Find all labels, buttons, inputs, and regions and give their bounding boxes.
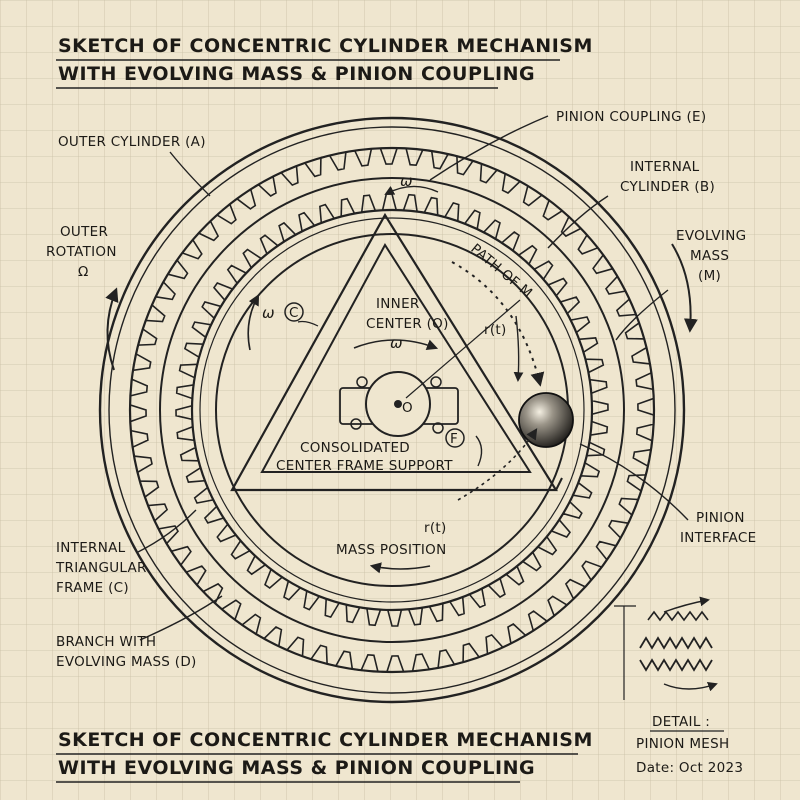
leader-lines: [137, 115, 689, 641]
label-pinion-coupling: PINION COUPLING (E): [556, 109, 706, 125]
detail-sublabel: PINION MESH: [636, 736, 729, 752]
label-omega-inner: ω: [390, 334, 403, 352]
path-of-m-curve: [451, 261, 545, 387]
mass-position-arrow: [369, 562, 431, 574]
label-triangular-frame-1: INTERNAL: [56, 540, 126, 556]
label-outer-rotation-2: ROTATION: [46, 244, 117, 260]
label-evolving-mass-3: (M): [698, 268, 721, 284]
label-inner-center-1: INNER: [376, 296, 420, 312]
label-pinion-interface-2: INTERFACE: [680, 530, 756, 546]
title-bottom: SKETCH OF CONCENTRIC CYLINDER MECHANISM …: [56, 729, 593, 783]
label-mass-position: MASS POSITION: [336, 542, 446, 558]
label-outer-rotation-3: Ω: [78, 264, 89, 280]
inner-omega-arrow: [353, 339, 439, 351]
title-top-line2: WITH EVOLVING MASS & PINION COUPLING: [58, 63, 535, 85]
title-top: SKETCH OF CONCENTRIC CYLINDER MECHANISM …: [56, 35, 593, 89]
detail-label: DETAIL :: [652, 714, 710, 730]
label-pinion-interface-1: PINION: [696, 510, 745, 526]
label-branch-1: BRANCH WITH: [56, 634, 156, 650]
label-outer-rotation-1: OUTER: [60, 224, 108, 240]
title-top-line1: SKETCH OF CONCENTRIC CYLINDER MECHANISM: [58, 35, 593, 57]
gear-inner-path: [175, 193, 609, 627]
label-rt-lower: r(t): [424, 520, 447, 536]
gear-omega-arrow: [384, 185, 439, 195]
gear-outer-path: [129, 147, 655, 673]
label-internal-cylinder-1: INTERNAL: [630, 159, 700, 175]
label-consolidated-2: CENTER FRAME SUPPORT: [276, 458, 453, 474]
label-triangular-frame-3: FRAME (C): [56, 580, 129, 596]
inner-gear-teeth: [175, 193, 609, 627]
title-bottom-line2: WITH EVOLVING MASS & PINION COUPLING: [58, 757, 535, 779]
center-frame-support: [339, 371, 459, 437]
label-consolidated-1: CONSOLIDATED: [300, 440, 410, 456]
frame-omega-arrow: [247, 294, 260, 351]
label-internal-cylinder-2: CYLINDER (B): [620, 179, 715, 195]
outer-gear-teeth: [129, 147, 655, 673]
support-arrow: [475, 435, 483, 467]
date-label: Date: Oct 2023: [636, 760, 743, 776]
label-outer-cylinder: OUTER CYLINDER (A): [58, 134, 206, 150]
evolving-mass-ball: [518, 392, 574, 448]
outer-cylinder: [98, 116, 686, 704]
internal-cylinder: [159, 177, 625, 643]
c-marker: C: [289, 305, 299, 321]
label-omega-c: ω: [262, 304, 275, 322]
f-marker: F: [450, 431, 458, 447]
radius-line: [405, 299, 521, 399]
label-omega-gear: ω: [400, 172, 413, 190]
o-marker: O: [402, 400, 413, 416]
label-triangular-frame-2: TRIANGULAR: [55, 560, 147, 576]
label-evolving-mass-2: MASS: [690, 248, 729, 264]
outer-rotation-arrow-right: [671, 243, 698, 333]
c-marker-circle: [284, 302, 304, 322]
label-inner-center-2: CENTER (O): [366, 316, 449, 332]
label-branch-2: EVOLVING MASS (D): [56, 654, 197, 670]
pinion-mesh-detail: [614, 596, 718, 700]
label-evolving-mass-1: EVOLVING: [676, 228, 746, 244]
label-rt-upper: r(t): [484, 322, 507, 338]
f-marker-circle: [445, 428, 465, 448]
triangular-frame: [230, 212, 563, 492]
outer-rotation-arrow-left: [105, 287, 119, 371]
rt-arrow-upper: [513, 315, 524, 382]
title-bottom-line1: SKETCH OF CONCENTRIC CYLINDER MECHANISM: [58, 729, 593, 751]
